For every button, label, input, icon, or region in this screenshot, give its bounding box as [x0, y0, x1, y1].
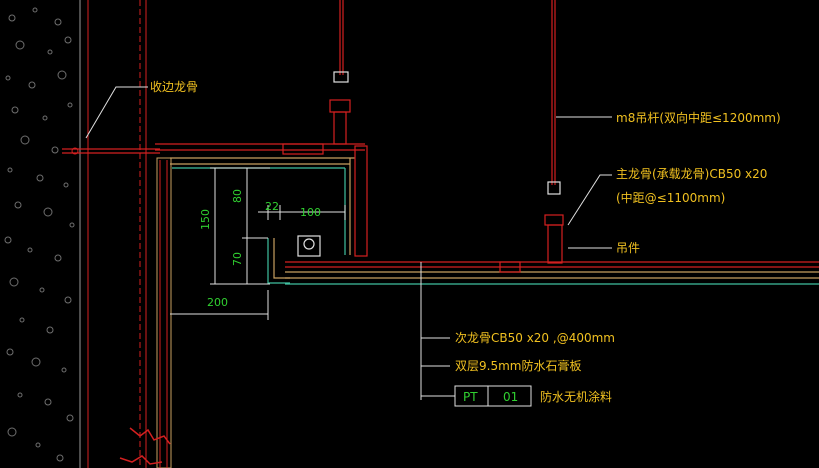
hanger-rods [329, 0, 564, 264]
finish-number: 01 [503, 390, 518, 404]
dimension-200: 200 [207, 296, 228, 309]
edge-keel-anchor [62, 147, 160, 155]
leader-lines [85, 86, 612, 400]
label-edge-keel: 收边龙骨 [150, 80, 198, 94]
label-gypsum-board: 双层9.5mm防水石膏板 [455, 358, 581, 373]
dimension-150: 150 [199, 209, 212, 230]
wall-board [119, 157, 172, 468]
label-main-keel-spacing: (中距@≤1100mm) [616, 190, 725, 205]
dimension-80: 80 [231, 189, 244, 203]
label-hanger-rod: m8吊杆(双向中距≤1200mm) [616, 110, 781, 125]
label-main-keel: 主龙骨(承载龙骨)CB50 x20 [616, 167, 767, 181]
dimension-22: 22 [265, 200, 279, 213]
ceiling-board-layers [285, 261, 819, 285]
ceiling-frame [155, 143, 368, 257]
finish-tag: PT 01 [454, 385, 532, 407]
wall-finish-lines [87, 0, 147, 468]
label-secondary-keel: 次龙骨CB50 x20 ,@400mm [455, 331, 615, 345]
dimension-lines [170, 167, 346, 320]
trough-detail [267, 235, 321, 284]
finish-code: PT [463, 390, 478, 404]
dimension-70: 70 [231, 252, 244, 266]
label-finish-desc: 防水无机涂料 [540, 389, 612, 404]
label-hanger: 吊件 [616, 241, 640, 255]
dimension-100: 100 [300, 206, 321, 219]
wall-texture [4, 7, 75, 462]
concrete-wall [0, 0, 81, 468]
